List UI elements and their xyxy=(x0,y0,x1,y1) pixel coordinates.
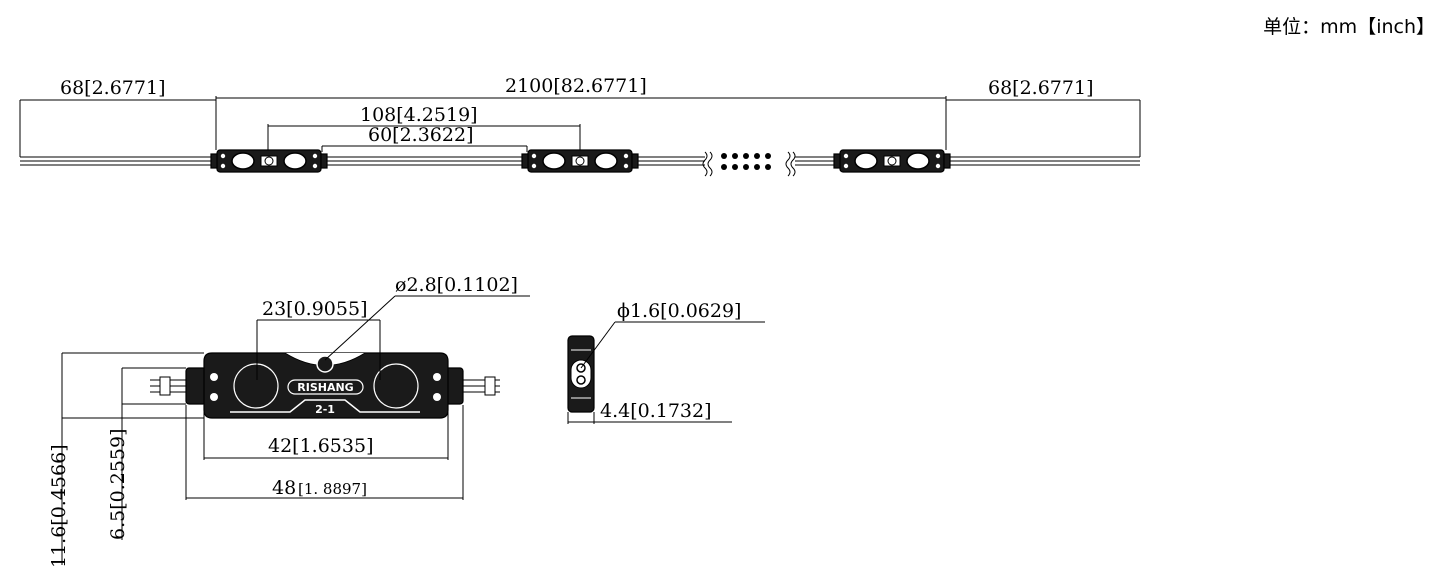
wire-right xyxy=(945,156,1140,166)
dim-thickness: 4.4[0.1732] xyxy=(600,400,712,422)
side-view-drawing xyxy=(567,335,595,413)
dim-total-length: 2100[82.6771] xyxy=(505,75,647,97)
dim-hole-diameter: ø2.8[0.1102] xyxy=(395,274,518,296)
continuation-dots xyxy=(721,153,771,170)
dim-module-gap: 60[2.3622] xyxy=(368,124,473,146)
dim-mounting-height: 6.5[0.2559] xyxy=(107,428,129,540)
dim-overall-height: 11.6[0.4566] xyxy=(48,444,70,568)
dim-lens-pitch: 23[0.9055] xyxy=(262,298,367,320)
wire-segment-2 xyxy=(633,151,713,177)
brand-logo: RISHANG xyxy=(297,381,353,394)
wire-segment-1 xyxy=(322,156,527,166)
dim-left-wire: 68[2.6771] xyxy=(60,77,165,99)
module-detail-drawing: RISHANG 2-1 xyxy=(150,352,500,419)
dimension-lines-side xyxy=(567,321,765,424)
wire-left xyxy=(20,156,216,166)
led-module-2 xyxy=(521,149,639,173)
led-module-3 xyxy=(833,149,951,173)
wire-segment-3 xyxy=(785,151,839,177)
dim-overall-length-mm: 48 xyxy=(272,477,296,499)
dim-body-length: 42[1.6535] xyxy=(268,435,373,457)
led-module-1 xyxy=(210,149,328,173)
dim-module-pitch: 108[4.2519] xyxy=(360,104,478,126)
dimension-lines-module xyxy=(61,295,530,565)
dim-overall-length-inch: [1. 8897] xyxy=(298,480,367,498)
model-number: 2-1 xyxy=(315,403,335,416)
dim-right-wire: 68[2.6771] xyxy=(988,77,1093,99)
unit-label: 单位：mm【inch】 xyxy=(1263,16,1435,38)
dim-wire-diameter: ϕ1.6[0.0629] xyxy=(617,300,741,322)
dimension-lines-top xyxy=(19,96,1141,157)
